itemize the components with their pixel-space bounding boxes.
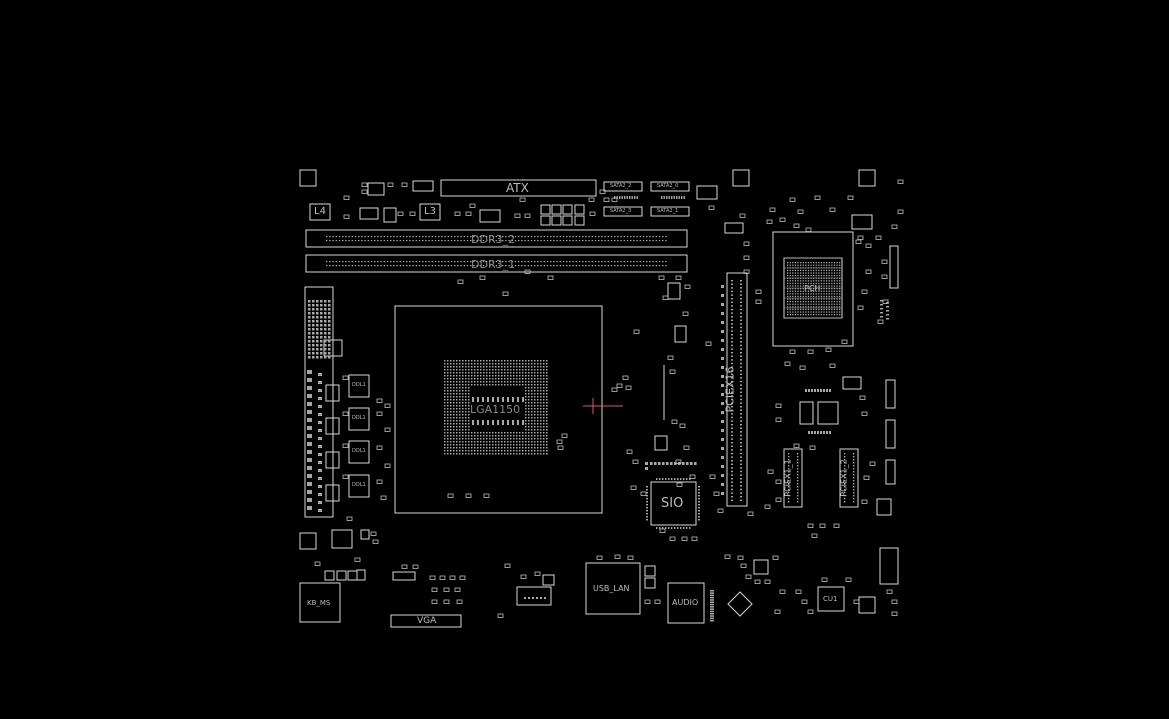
mounting-hole — [858, 596, 876, 614]
sata-2-0 — [650, 181, 690, 192]
atx-connector — [440, 179, 597, 197]
sio-chip — [650, 481, 697, 526]
mounting-hole — [299, 532, 317, 550]
pad-field — [307, 179, 904, 622]
mounting-hole — [299, 169, 317, 187]
pch-chip — [772, 231, 854, 347]
pcie-x1-slot-1 — [783, 448, 803, 508]
inductor-l3 — [419, 203, 441, 221]
audio-chip — [667, 582, 705, 624]
inductor-l4 — [309, 203, 331, 221]
ddl-component — [348, 474, 370, 498]
mounting-hole — [732, 169, 750, 187]
mounting-hole — [858, 169, 876, 187]
ddl-component — [348, 374, 370, 398]
sata-2-3 — [603, 206, 643, 217]
usb-lan-connector — [585, 562, 641, 615]
dimm-ddr3-1 — [305, 254, 688, 273]
cu1-chip — [817, 586, 845, 612]
crosshair-cursor — [583, 398, 623, 414]
pcie-x1-slot-2 — [839, 448, 859, 508]
dimm-ddr3-2 — [305, 229, 688, 248]
cpu-socket — [394, 305, 603, 514]
sata-2-2 — [603, 181, 643, 192]
sata-2-1 — [650, 206, 690, 217]
ddl-component — [348, 440, 370, 464]
pcie-x16-slot — [726, 272, 748, 507]
vga-connector — [390, 614, 462, 628]
kb-ms-connector — [299, 582, 341, 623]
ddl-component — [348, 407, 370, 431]
